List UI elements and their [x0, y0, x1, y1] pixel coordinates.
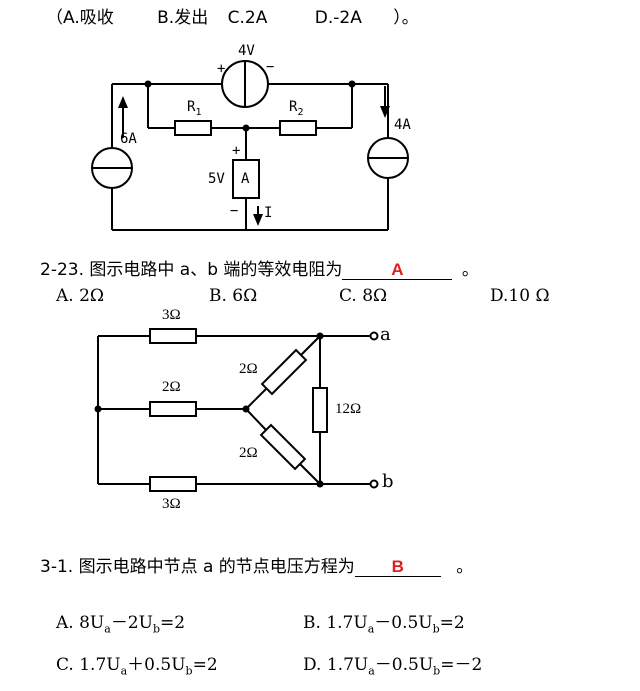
- label-4a: 4A: [394, 117, 411, 133]
- q31-option-a: A. 8Ua－2Ub=2: [56, 613, 186, 636]
- label-r1: R1: [187, 100, 201, 118]
- q31-d-sub2: b: [433, 664, 441, 678]
- label-r-top: 3Ω: [162, 307, 181, 323]
- paren-open: （: [46, 8, 63, 28]
- q31-d-sub1: a: [368, 664, 375, 678]
- q31-b-mid: －0.5U: [374, 613, 433, 633]
- q31-a-sub1: a: [104, 622, 111, 636]
- label-plus-mid: +: [232, 143, 241, 159]
- q31-answer: B: [391, 557, 404, 576]
- q31-c-sub2: b: [185, 664, 193, 678]
- ammeter-label: A: [241, 171, 250, 187]
- q31-c-sub1: a: [120, 664, 128, 678]
- q31-option-d: D. 1.7Ua－0.5Ub=－2: [303, 655, 483, 678]
- label-4v: 4V: [238, 43, 255, 59]
- r2-letter: R: [289, 99, 298, 115]
- q223-end: 。: [461, 260, 479, 280]
- q31-number: 3-1.: [40, 557, 74, 577]
- label-current-i: I: [264, 205, 273, 221]
- q31-a-sub2: b: [152, 622, 161, 636]
- label-r-diag-down: 2Ω: [239, 445, 258, 461]
- q223-option-a: A. 2Ω: [56, 286, 104, 306]
- r1-letter: R: [187, 99, 196, 115]
- question-3-1: 3-1. 图示电路中节点 a 的节点电压方程为 B 。: [40, 558, 473, 577]
- label-r-right: 12Ω: [335, 401, 362, 417]
- q31-text: 图示电路中节点 a 的节点电压方程为: [78, 557, 355, 577]
- q31-d-eq: 1.7U: [326, 655, 369, 675]
- label-r-diag-up: 2Ω: [239, 361, 258, 377]
- q31-c-letter: C.: [56, 655, 74, 675]
- q31-b-letter: B.: [303, 613, 321, 633]
- q223-option-d: D.10 Ω: [490, 286, 550, 306]
- q223-option-b: B. 6Ω: [209, 286, 258, 306]
- label-plus-top: +: [217, 61, 226, 77]
- q31-b-rhs: =2: [439, 613, 465, 633]
- q31-end: 。: [456, 557, 474, 577]
- q31-b-sub2: b: [432, 622, 440, 636]
- option-c: C.2A: [227, 8, 268, 28]
- label-5v: 5V: [208, 171, 225, 187]
- q31-d-letter: D.: [303, 655, 322, 675]
- q31-d-mid: －0.5U: [374, 655, 434, 675]
- q31-c-mid: ＋0.5U: [127, 655, 186, 675]
- q31-c-eq: 1.7U: [79, 655, 121, 675]
- option-d: D.-2A: [314, 8, 362, 28]
- label-6a: 6A: [120, 131, 137, 147]
- q223-answer: A: [391, 260, 404, 279]
- q31-a-eq: 8U: [79, 613, 105, 633]
- q31-option-b: B. 1.7Ua－0.5Ub=2: [303, 613, 465, 636]
- question-2-23: 2-23. 图示电路中 a、b 端的等效电阻为 A 。: [40, 261, 479, 280]
- r1-sub: 1: [195, 106, 202, 118]
- q31-b-eq: 1.7U: [326, 613, 368, 633]
- q31-option-c: C. 1.7Ua＋0.5Ub=2: [56, 655, 218, 678]
- q223-option-c: C. 8Ω: [339, 286, 388, 306]
- q31-d-rhs: =－2: [440, 655, 483, 675]
- label-minus-top: −: [266, 59, 275, 75]
- r2-sub: 2: [297, 106, 304, 118]
- label-minus-mid: −: [230, 203, 239, 219]
- q31-a-letter: A.: [56, 613, 74, 633]
- option-a: A.吸收: [63, 8, 114, 28]
- q223-text: 图示电路中 a、b 端的等效电阻为: [89, 260, 343, 280]
- q31-b-sub1: a: [367, 622, 375, 636]
- q31-c-rhs: =2: [192, 655, 218, 675]
- label-r-bot: 3Ω: [162, 496, 181, 512]
- q31-a-mid: －2U: [110, 613, 153, 633]
- q31-a-rhs: =2: [160, 613, 186, 633]
- terminal-a-label: a: [380, 324, 391, 345]
- option-b: B.发出: [157, 8, 209, 28]
- label-r2: R2: [289, 100, 303, 118]
- prev-question-options: （A.吸收 B.发出 C.2A D.-2A ）。: [46, 10, 419, 27]
- terminal-b-label: b: [382, 471, 394, 492]
- paren-close: ）。: [393, 8, 419, 28]
- q223-number: 2-23.: [40, 260, 84, 280]
- label-r-mid: 2Ω: [162, 379, 181, 395]
